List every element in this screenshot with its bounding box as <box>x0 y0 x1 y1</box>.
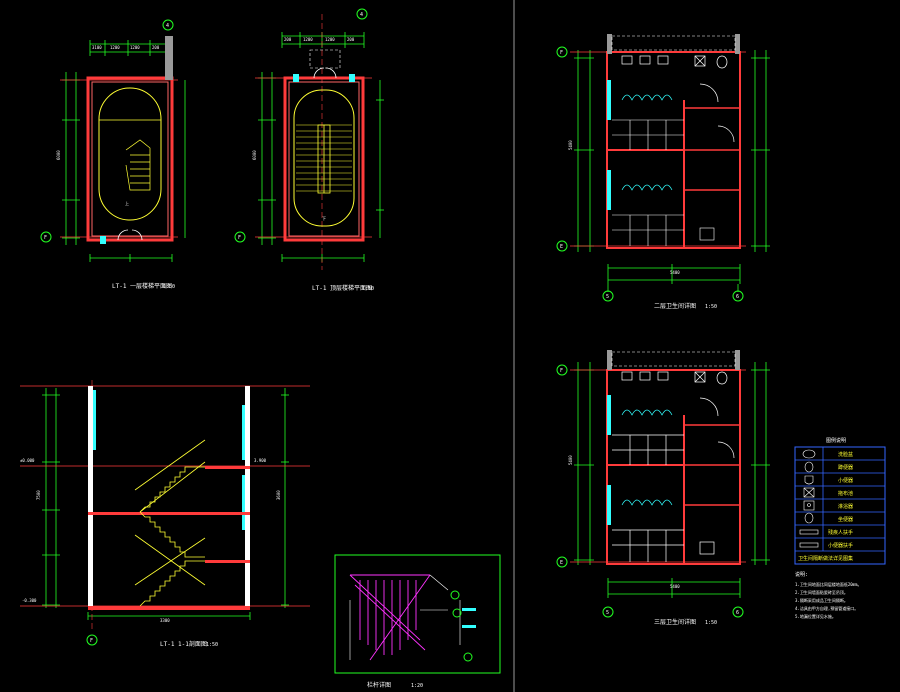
legend-item-6: 坐便器 <box>838 516 853 523</box>
legend-item-9: 卫生间隔断做法详见图集 <box>798 555 853 562</box>
railing-caption: 栏杆详图 <box>367 681 391 689</box>
svg-text:下: 下 <box>322 216 326 221</box>
svg-text:7500: 7500 <box>36 490 41 500</box>
svg-text:5400: 5400 <box>670 270 680 275</box>
railing-scale: 1:20 <box>411 683 423 689</box>
toilet-plan-1-caption: 二层卫生间详图 <box>654 302 696 310</box>
accessible-handrail-icon <box>799 529 819 535</box>
stair-plan-2-scale: 1:50 <box>362 286 374 292</box>
grid-label-f-2: F <box>238 235 241 241</box>
legend-item-7: 残疾人扶手 <box>828 529 853 536</box>
grid-label-e-2: E <box>560 560 563 566</box>
svg-text:3300: 3300 <box>160 618 170 623</box>
section-caption: LT-1 1-1剖面图 <box>160 640 207 648</box>
svg-text:200: 200 <box>347 37 355 42</box>
stair-section: 7500 3600 3300 <box>20 380 310 646</box>
mop-sink-icon <box>803 487 815 498</box>
toilet-plan-2-caption: 三层卫生间详图 <box>654 618 696 626</box>
squat-toilet-icon <box>804 461 814 473</box>
svg-text:5400: 5400 <box>670 584 680 589</box>
legend-item-3: 小便器 <box>838 477 853 484</box>
section-level-top: 3.900 <box>254 458 267 463</box>
urinal-icon <box>804 475 814 485</box>
seat-toilet-icon <box>804 512 814 524</box>
notes-line-5: 5.地漏位置详见水施。 <box>795 613 836 619</box>
legend-item-5: 淋浴器 <box>838 503 853 510</box>
svg-text:6000: 6000 <box>56 150 61 160</box>
notes-line-3: 3.隔断采用成品卫生间隔断。 <box>795 597 848 603</box>
grid-label-f-5: F <box>560 368 563 374</box>
grid-label-6-2: 6 <box>736 610 739 616</box>
toilet-plan-2: 5400 5400 <box>556 350 770 618</box>
svg-text:上: 上 <box>125 200 129 206</box>
grid-label-f-3: F <box>90 638 93 644</box>
grid-label-e-1: E <box>560 244 563 250</box>
toilet-plan-1: 5400 5400 <box>556 34 770 302</box>
grid-label-5-1: 5 <box>606 294 609 300</box>
section-level-mid: ±0.000 <box>20 458 35 463</box>
svg-text:1200: 1200 <box>130 45 140 50</box>
svg-text:3100: 3100 <box>92 45 102 50</box>
washbasin-icon <box>802 449 816 459</box>
svg-text:200: 200 <box>152 45 160 50</box>
legend-item-1: 洗脸盆 <box>838 451 853 458</box>
notes-title: 说明: <box>795 571 808 578</box>
svg-text:1200: 1200 <box>303 37 313 42</box>
stair-plan-2: 200 1200 1200 200 6000 下 <box>234 8 384 270</box>
svg-text:5400: 5400 <box>568 455 573 465</box>
grid-label-f-4: F <box>560 50 563 56</box>
notes-block: 说明: 1.卫生间地面比同层楼地面低20mm。 2.卫生间墙面贴瓷砖至吊顶。 3… <box>795 571 861 619</box>
legend-item-2: 蹲便器 <box>838 464 853 471</box>
section-level-low: -0.300 <box>22 598 37 603</box>
grid-label-4-1: 4 <box>166 23 169 29</box>
svg-text:1200: 1200 <box>110 45 120 50</box>
shower-icon <box>803 500 815 511</box>
grid-label-6-1: 6 <box>736 294 739 300</box>
notes-line-1: 1.卫生间地面比同层楼地面低20mm。 <box>795 581 861 587</box>
stair-plan-1-caption: LT-1 一层楼梯平面图 <box>112 282 172 290</box>
legend-table: 图例说明 洗脸盆 蹲便器 小便器 拖布池 淋浴器 坐便器 残疾人扶手 小便器扶手… <box>794 437 886 565</box>
legend-item-4: 拖布池 <box>838 490 853 497</box>
svg-text:1200: 1200 <box>325 37 335 42</box>
grid-label-f-1: F <box>44 235 47 241</box>
svg-text:6000: 6000 <box>252 150 257 160</box>
urinal-handrail-icon <box>799 542 819 548</box>
toilet-plan-1-scale: 1:50 <box>705 304 717 310</box>
svg-text:3600: 3600 <box>276 490 281 500</box>
section-scale: 1:50 <box>206 642 218 648</box>
notes-line-4: 4.洁具由甲方自理,预留管道接口。 <box>795 605 858 611</box>
legend-item-8: 小便器扶手 <box>828 542 853 549</box>
legend-title: 图例说明 <box>826 437 846 444</box>
svg-text:5400: 5400 <box>568 140 573 150</box>
notes-line-2: 2.卫生间墙面贴瓷砖至吊顶。 <box>795 589 848 595</box>
grid-label-5-2: 5 <box>606 610 609 616</box>
stair-plan-1: 3100 1200 1200 200 6000 上 <box>40 19 186 262</box>
railing-detail <box>334 554 501 674</box>
stair-plan-1-scale: 1:50 <box>163 284 175 290</box>
grid-label-4-2: 4 <box>360 12 363 18</box>
toilet-plan-2-scale: 1:50 <box>705 620 717 626</box>
stair-plan-2-caption: LT-1 顶层楼梯平面图 <box>312 284 372 292</box>
svg-text:200: 200 <box>284 37 292 42</box>
